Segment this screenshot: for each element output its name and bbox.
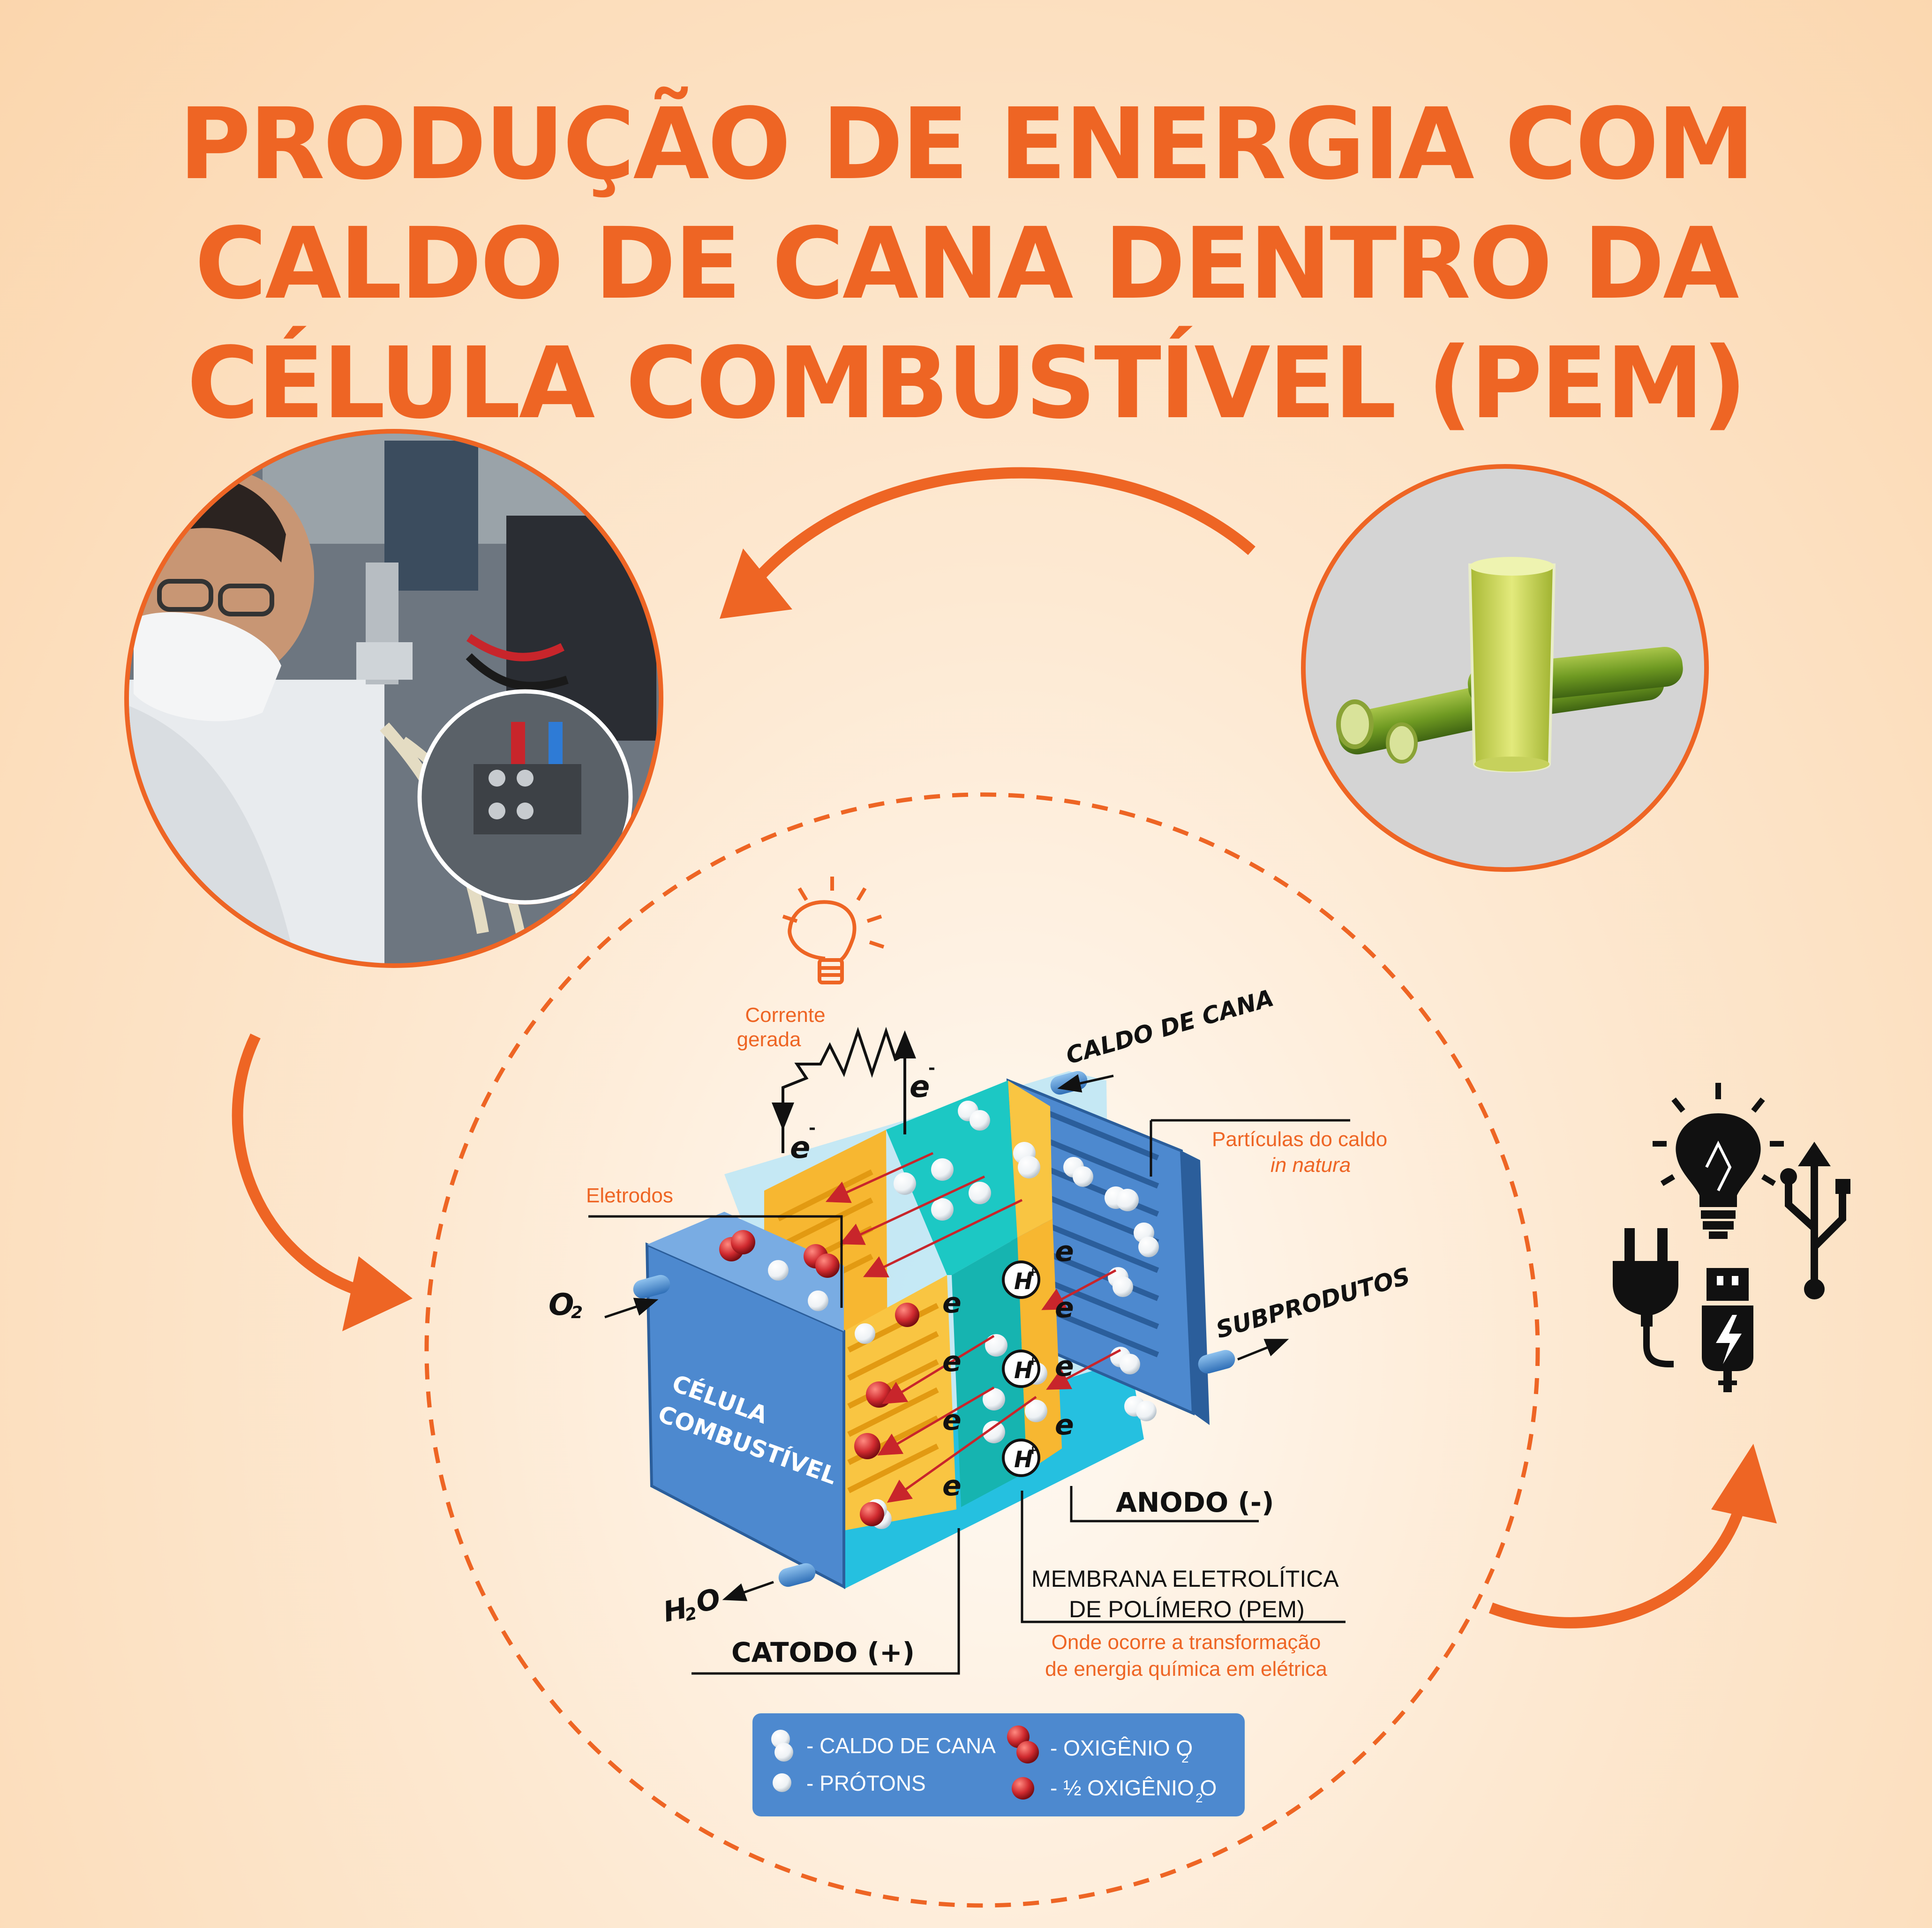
svg-text:+: + xyxy=(1028,1354,1038,1368)
svg-text:e: e xyxy=(942,1287,962,1320)
svg-text:e: e xyxy=(942,1470,962,1502)
svg-text:e: e xyxy=(1055,1350,1074,1383)
membrane-desc-line-2: de energia química em elétrica xyxy=(1045,1658,1327,1680)
flow-arrow-cell-to-energy xyxy=(1488,1444,1777,1628)
title-line-2: CALDO DE CANA DENTRO DA xyxy=(195,206,1739,321)
caldo-input-label: CALDO DE CANA xyxy=(1063,984,1277,1070)
cell-front-plate: CÉLULA COMBUSTÍVEL xyxy=(645,1212,845,1589)
energy-icons xyxy=(1613,1083,1850,1392)
legend: - CALDO DE CANA - PRÓTONS - OXIGÊNIO O 2… xyxy=(752,1713,1245,1816)
svg-text:+: + xyxy=(1028,1265,1038,1279)
leader-lines xyxy=(588,1119,1350,1675)
svg-text:e: e xyxy=(1055,1235,1074,1268)
usb-charger-icon xyxy=(1702,1268,1753,1392)
page-title: PRODUÇÃO DE ENERGIA COM CALDO DE CANA DE… xyxy=(0,84,1932,443)
current-label-line-2: gerada xyxy=(737,1028,801,1051)
membrane-desc-line-1: Onde ocorre a transformação xyxy=(1052,1631,1321,1654)
electrons: e e e e e e e e xyxy=(942,1235,1074,1502)
usb-symbol-icon xyxy=(1780,1141,1850,1299)
current-label-line-1: Corrente xyxy=(745,1004,825,1027)
catodo-label: CATODO (+) xyxy=(731,1636,915,1668)
anodo-label: ANODO (-) xyxy=(1116,1486,1274,1518)
membrane-label-line-1: MEMBRANA ELETROLÍTICA xyxy=(1031,1566,1339,1592)
svg-text:+: + xyxy=(1028,1443,1038,1457)
flow-small-arrows xyxy=(604,1074,1289,1601)
svg-text:-: - xyxy=(928,1058,935,1078)
membrane-label-line-2: DE POLÍMERO (PEM) xyxy=(1069,1596,1305,1622)
researcher-photo xyxy=(124,429,663,968)
o2-label: O xyxy=(549,1288,574,1322)
reaction-arrows xyxy=(825,1152,1121,1503)
external-circuit: e - e - xyxy=(772,1027,935,1165)
svg-text:e: e xyxy=(910,1070,930,1104)
svg-text:H: H xyxy=(1014,1358,1033,1384)
svg-text:e: e xyxy=(942,1345,962,1378)
svg-text:2: 2 xyxy=(571,1303,583,1322)
light-bulb-icon xyxy=(1653,1083,1784,1239)
particles-label-line-1: Partículas do caldo xyxy=(1212,1128,1387,1151)
svg-text:e: e xyxy=(1055,1409,1074,1441)
h-plus-protons: H + H + H + xyxy=(1002,1260,1040,1477)
subprodutos-label: SUBPRODUTOS xyxy=(1213,1262,1413,1343)
legend-caldo: - CALDO DE CANA xyxy=(806,1733,996,1758)
svg-text:-: - xyxy=(809,1118,816,1138)
svg-text:O: O xyxy=(693,1583,723,1620)
legend-oxygen: - OXIGÊNIO O xyxy=(1050,1736,1193,1760)
svg-text:H: H xyxy=(1014,1447,1033,1473)
process-dashed-circle xyxy=(424,792,1540,1908)
flow-arrow-juice-to-lab xyxy=(720,467,1255,619)
legend-protons: - PRÓTONS xyxy=(806,1771,926,1795)
title-line-3: CÉLULA COMBUSTÍVEL (PEM) xyxy=(187,326,1747,441)
legend-half-oxygen: - ½ OXIGÊNIO O xyxy=(1050,1776,1217,1800)
flow-arrow-lab-to-cell xyxy=(232,1033,413,1331)
svg-text:e: e xyxy=(790,1131,810,1165)
particles-label-line-2: in natura xyxy=(1270,1154,1351,1177)
light-bulb-icon xyxy=(782,877,885,984)
svg-text:e: e xyxy=(942,1404,962,1437)
svg-text:2: 2 xyxy=(1181,1751,1189,1765)
svg-text:H: H xyxy=(1014,1268,1033,1295)
sugarcane-juice-photo xyxy=(1301,464,1709,872)
electrodes-label: Eletrodos xyxy=(586,1184,673,1207)
svg-text:2: 2 xyxy=(1195,1791,1203,1805)
svg-text:e: e xyxy=(1055,1291,1074,1324)
title-line-1: PRODUÇÃO DE ENERGIA COM xyxy=(179,87,1755,202)
power-plug-icon xyxy=(1613,1228,1678,1367)
fuel-cell-diagram: CÉLULA COMBUSTÍVEL xyxy=(549,877,1413,1680)
